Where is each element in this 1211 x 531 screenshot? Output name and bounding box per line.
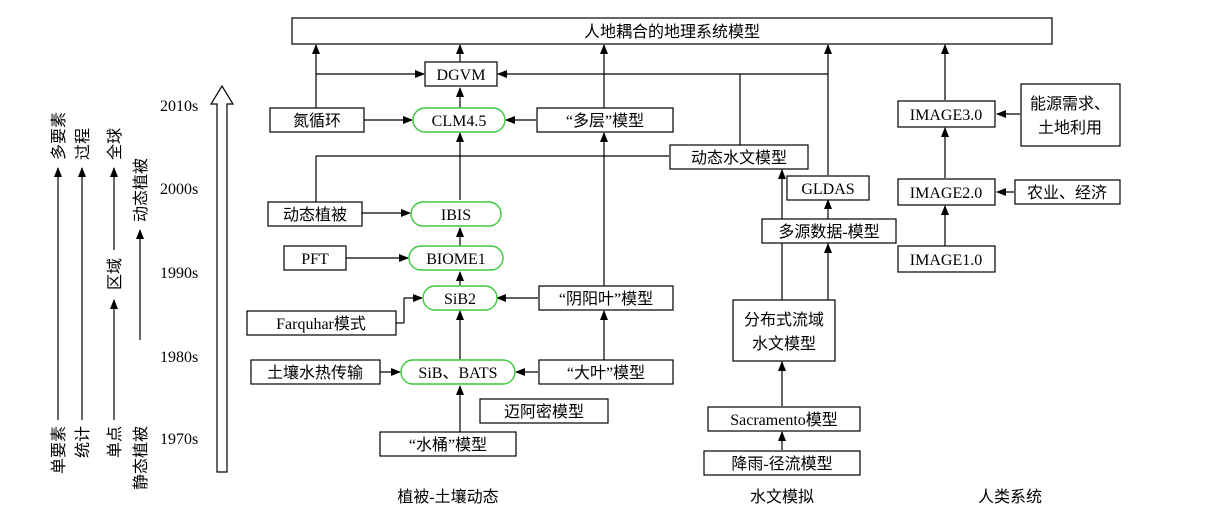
node-agriculture-economy: 农业、经济 bbox=[1014, 179, 1121, 205]
svg-text:Sacramento模型: Sacramento模型 bbox=[730, 411, 838, 429]
label-hydrology: 水文模拟 bbox=[750, 488, 814, 506]
svg-text:“大叶”模型: “大叶”模型 bbox=[567, 364, 645, 382]
svg-text:“水桶”模型: “水桶”模型 bbox=[409, 436, 487, 454]
year-label-1970s: 1970s bbox=[160, 431, 198, 448]
node-multisource-data: 多源数据-模型 bbox=[761, 218, 897, 244]
svg-text:氮循环: 氮循环 bbox=[293, 112, 341, 130]
node-distributed-hydro: 分布式流域 水文模型 bbox=[732, 299, 836, 362]
svg-text:分布式流域: 分布式流域 bbox=[744, 311, 824, 329]
year-label-2010s: 2010s bbox=[160, 98, 198, 115]
node-pft: PFT bbox=[283, 245, 347, 271]
node-bigleaf: “大叶”模型 bbox=[538, 359, 674, 385]
node-yinyang-leaf: “阴阳叶”模型 bbox=[538, 285, 674, 311]
node-dgvm: DGVM bbox=[424, 61, 498, 87]
svg-text:能源需求、: 能源需求、 bbox=[1030, 95, 1110, 113]
svg-text:土地利用: 土地利用 bbox=[1038, 119, 1102, 137]
node-energy-landuse: 能源需求、 土地利用 bbox=[1020, 83, 1121, 147]
svg-text:SiB、BATS: SiB、BATS bbox=[418, 365, 497, 382]
label-human-system: 人类系统 bbox=[978, 488, 1042, 506]
svg-text:动态水文模型: 动态水文模型 bbox=[691, 149, 787, 167]
node-image3: IMAGE3.0 bbox=[897, 100, 996, 128]
node-biome1: BIOME1 bbox=[408, 245, 504, 271]
axis-3-mid-label: 区域 bbox=[106, 258, 124, 290]
axis-3-bottom-label: 单点 bbox=[106, 426, 124, 458]
bottom-labels: 植被-土壤动态 水文模拟 人类系统 bbox=[397, 487, 1042, 506]
year-label-1990s: 1990s bbox=[160, 265, 198, 282]
year-label-1980s: 1980s bbox=[160, 349, 198, 366]
node-sib2: SiB2 bbox=[422, 285, 498, 311]
node-miami: 迈阿密模型 bbox=[479, 398, 609, 424]
svg-text:PFT: PFT bbox=[301, 251, 329, 268]
hydrology-nodes: 动态水文模型 GLDAS 多源数据-模型 分布式流域 水文模型 Sacramen… bbox=[669, 144, 897, 476]
node-rainfall-runoff: 降雨-径流模型 bbox=[703, 450, 861, 476]
node-dynamic-hydrology: 动态水文模型 bbox=[669, 144, 809, 170]
node-clm45: CLM4.5 bbox=[412, 107, 506, 133]
svg-text:动态植被: 动态植被 bbox=[283, 206, 347, 224]
axis-3-top-label: 全球 bbox=[106, 128, 124, 160]
axis-4-bottom-label: 静态植被 bbox=[132, 426, 150, 490]
title-box-label: 人地耦合的地理系统模型 bbox=[584, 23, 760, 41]
node-ibis: IBIS bbox=[410, 201, 502, 227]
svg-text:IBIS: IBIS bbox=[441, 207, 471, 224]
node-nitrogen-cycle: 氮循环 bbox=[269, 107, 365, 133]
svg-text:水文模型: 水文模型 bbox=[752, 335, 816, 353]
svg-text:GLDAS: GLDAS bbox=[801, 181, 854, 198]
left-axes: 单要素 多要素 统计 过程 单点 区域 全球 静态植被 动态植被 2010s 2… bbox=[50, 84, 235, 490]
title-node: 人地耦合的地理系统模型 bbox=[291, 17, 1053, 45]
human-nodes: IMAGE3.0 能源需求、 土地利用 IMAGE2.0 农业、经济 IMAGE… bbox=[897, 83, 1121, 273]
node-image1: IMAGE1.0 bbox=[897, 245, 996, 273]
axis-1-bottom-label: 单要素 bbox=[50, 426, 68, 474]
svg-text:“多层”模型: “多层”模型 bbox=[566, 112, 644, 130]
svg-text:CLM4.5: CLM4.5 bbox=[432, 113, 487, 130]
connectors bbox=[312, 44, 1020, 450]
svg-text:“阴阳叶”模型: “阴阳叶”模型 bbox=[559, 290, 653, 308]
node-sib-bats: SiB、BATS bbox=[400, 359, 516, 385]
svg-text:SiB2: SiB2 bbox=[444, 291, 476, 308]
svg-text:农业、经济: 农业、经济 bbox=[1027, 184, 1107, 202]
svg-text:土壤水热传输: 土壤水热传输 bbox=[267, 363, 363, 382]
vegetation-nodes: DGVM 氮循环 CLM4.5 “多层”模型 动态植被 IBIS PFT BI bbox=[246, 61, 674, 457]
axis-2-top-label: 过程 bbox=[74, 128, 92, 160]
svg-text:迈阿密模型: 迈阿密模型 bbox=[504, 403, 584, 421]
axis-2-bottom-label: 统计 bbox=[74, 426, 92, 458]
svg-text:DGVM: DGVM bbox=[437, 67, 486, 84]
svg-text:BIOME1: BIOME1 bbox=[426, 251, 486, 268]
label-vegetation-soil: 植被-土壤动态 bbox=[397, 487, 498, 506]
node-dynamic-vegetation: 动态植被 bbox=[267, 201, 363, 227]
node-image2: IMAGE2.0 bbox=[897, 178, 996, 206]
node-soil-heat-transfer: 土壤水热传输 bbox=[250, 359, 381, 385]
axis-4-top-label: 动态植被 bbox=[132, 158, 150, 222]
time-axis-arrow bbox=[209, 84, 235, 473]
node-multilayer: “多层”模型 bbox=[536, 107, 674, 133]
axis-1-top-label: 多要素 bbox=[50, 112, 68, 160]
svg-text:IMAGE3.0: IMAGE3.0 bbox=[910, 107, 982, 124]
year-label-2000s: 2000s bbox=[160, 181, 198, 198]
svg-text:多源数据-模型: 多源数据-模型 bbox=[778, 223, 879, 241]
node-bucket: “水桶”模型 bbox=[379, 431, 517, 457]
svg-text:Farquhar模式: Farquhar模式 bbox=[276, 315, 366, 333]
svg-text:IMAGE2.0: IMAGE2.0 bbox=[910, 185, 982, 202]
svg-text:IMAGE1.0: IMAGE1.0 bbox=[910, 252, 982, 269]
svg-text:降雨-径流模型: 降雨-径流模型 bbox=[731, 455, 832, 473]
node-sacramento: Sacramento模型 bbox=[707, 406, 861, 432]
node-farquhar: Farquhar模式 bbox=[246, 310, 397, 336]
node-gldas: GLDAS bbox=[786, 175, 870, 201]
